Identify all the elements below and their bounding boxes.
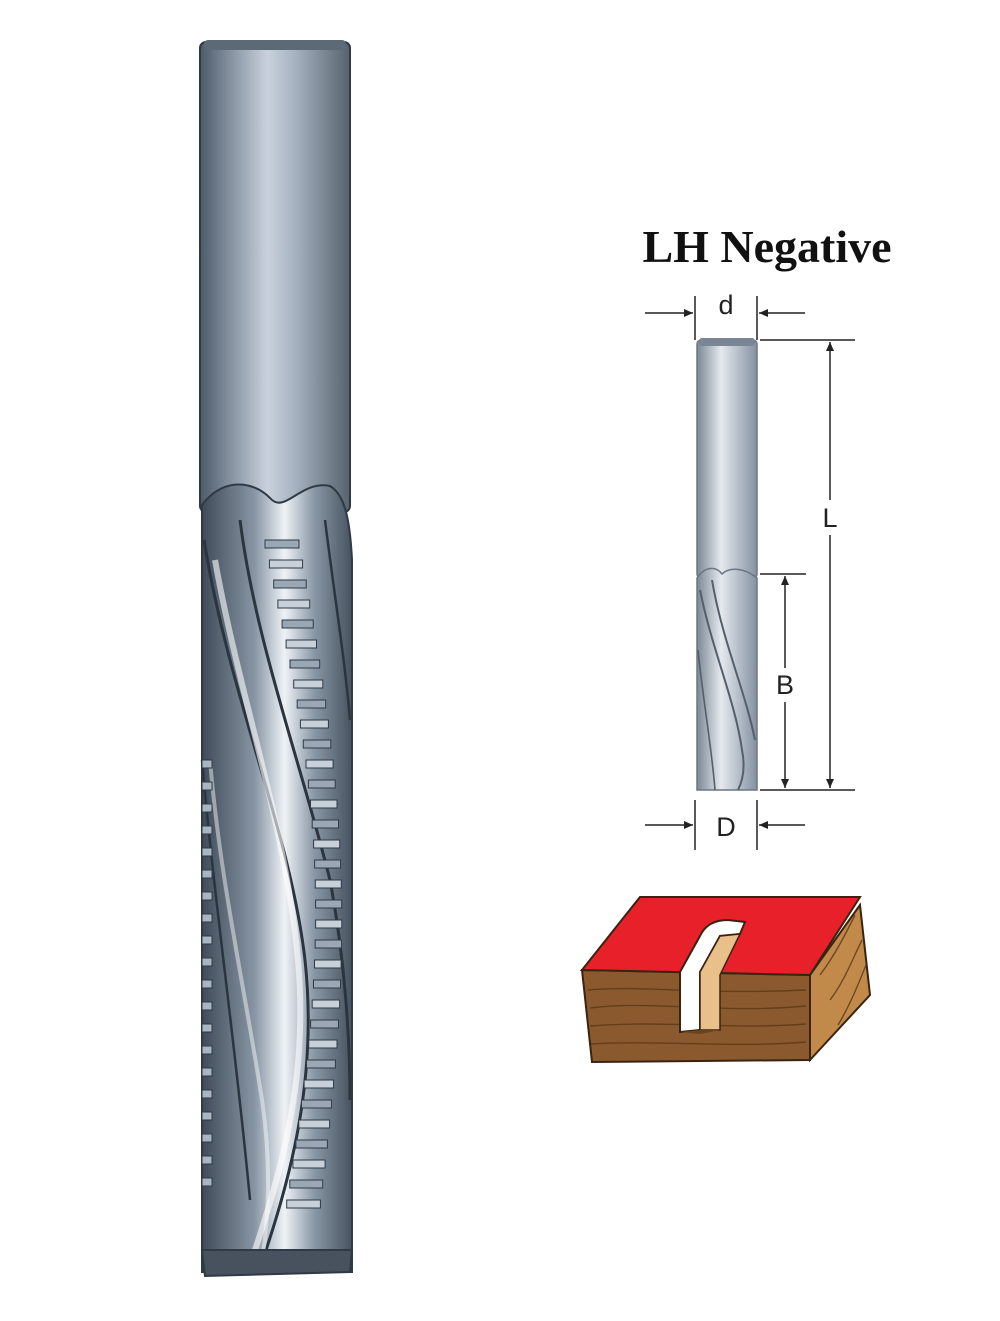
serration-tooth (201, 1111, 213, 1121)
serration-tooth (299, 719, 329, 729)
serration-tooth (201, 957, 213, 967)
serration-tooth (201, 979, 213, 989)
serration-tooth (201, 803, 213, 813)
serration-tooth (306, 1059, 336, 1069)
serration-tooth (201, 935, 213, 945)
serration-tooth (201, 1089, 213, 1099)
serration-tooth (296, 699, 327, 709)
flute-highlight-2 (208, 759, 271, 1263)
serration-tooth (273, 579, 307, 589)
flute-groove-2 (238, 519, 352, 1101)
dimension-label-D: D (716, 812, 736, 842)
serration-tooth (289, 1179, 324, 1189)
serration-tooth (281, 619, 314, 629)
serration-tooth (201, 759, 213, 769)
serration-tooth (314, 939, 343, 949)
serration-tooth (289, 659, 321, 669)
serration-tooth (301, 1099, 333, 1109)
slot-bottom (680, 1030, 720, 1034)
serration-tooth (305, 759, 334, 769)
serration-tooth (201, 1133, 213, 1143)
flute-groove-3 (200, 759, 252, 1201)
small-flute-line-3 (697, 649, 716, 791)
small-bit-shank (696, 339, 758, 579)
serration-tooth (201, 781, 213, 791)
serration-tooth (311, 819, 340, 829)
wood-block-illustration (579, 896, 872, 1064)
serration-tooth (201, 1177, 213, 1187)
serration-tooth (315, 899, 343, 909)
serration-tooth (314, 859, 342, 869)
serration-tooth (285, 639, 318, 649)
serration-tooth (268, 559, 304, 569)
serration-tooth (310, 1019, 339, 1029)
bit-tip (200, 1249, 354, 1278)
serration-tooth (201, 847, 213, 857)
dimension-label-B: B (776, 670, 794, 700)
serration-tooth (303, 1079, 335, 1089)
dimension-label-d: d (718, 290, 733, 320)
serration-tooth (310, 799, 338, 809)
serration-tooth (201, 913, 213, 923)
wood-side-face (809, 902, 872, 1063)
dimension-label-L: L (822, 503, 837, 533)
serration-tooth (302, 739, 332, 749)
flute-groove-1 (202, 539, 310, 1269)
diagram-title: LH Negative (642, 221, 891, 272)
serration-tooth (311, 999, 341, 1009)
chip-breaker-serrations (201, 539, 343, 1209)
shank-top-chamfer (204, 40, 346, 50)
serration-tooth (308, 1039, 338, 1049)
serration-tooth (201, 1067, 213, 1077)
serration-tooth (313, 839, 341, 849)
serration-tooth (298, 1119, 331, 1129)
serration-tooth (314, 879, 342, 889)
serration-tooth (201, 825, 213, 835)
serration-tooth (277, 599, 311, 609)
serration-tooth (201, 1001, 213, 1011)
small-shank-top (699, 338, 755, 346)
small-flute-line-2 (711, 579, 756, 741)
serration-tooth (264, 539, 300, 549)
small-flute-line-1 (699, 589, 745, 791)
serration-tooth (292, 1159, 326, 1169)
serration-tooth (201, 1045, 213, 1055)
serration-tooth (201, 869, 213, 879)
flute-highlight-1 (212, 559, 304, 1251)
small-bit-flutes (696, 567, 758, 791)
serration-tooth (315, 919, 343, 929)
serration-tooth (293, 679, 324, 689)
serration-tooth (295, 1139, 328, 1149)
bit-shank (199, 41, 351, 513)
serration-tooth (201, 1155, 213, 1165)
serration-tooth (286, 1199, 321, 1209)
serration-tooth (313, 979, 341, 989)
serration-tooth (201, 891, 213, 901)
large-router-bit (199, 40, 354, 1278)
serration-tooth (307, 779, 336, 789)
serration-tooth (314, 959, 342, 969)
serration-tooth (201, 1023, 213, 1033)
flute-groove-4 (323, 519, 352, 721)
dimension-drawing: d L B D (645, 290, 855, 850)
